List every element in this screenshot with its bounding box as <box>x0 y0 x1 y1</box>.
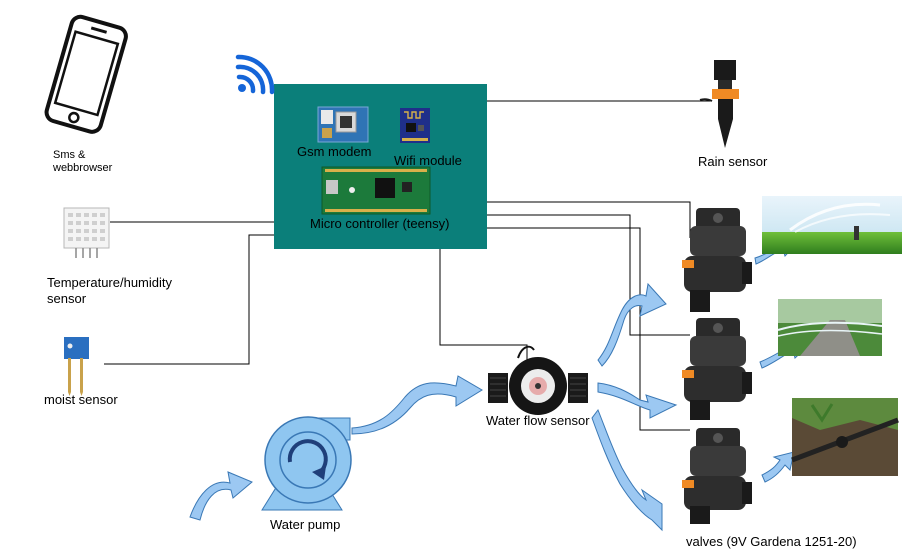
mcu-label: Micro controller (teensy) <box>310 216 450 231</box>
wire-valve-2 <box>487 214 690 336</box>
gsm-module-icon <box>317 106 369 143</box>
arrow-to-valve-2 <box>597 382 678 419</box>
arrow-pump-to-flow <box>351 375 483 435</box>
temp-label: Temperature/humidity sensor <box>47 275 172 306</box>
pump-label: Water pump <box>270 517 341 532</box>
wifi-module-icon <box>400 108 430 143</box>
wires <box>104 100 710 431</box>
arrow-valve-3-out <box>761 451 795 483</box>
valves-label: valves (9V Gardena 1251-20) <box>686 534 857 549</box>
wifi-module-label: Wifi module <box>394 153 462 168</box>
arrow-to-valve-1 <box>597 282 667 367</box>
arrow-to-valve-3 <box>591 408 663 532</box>
valve-icon <box>682 318 752 420</box>
temperature-sensor-icon <box>63 207 110 258</box>
gsm-label: Gsm modem <box>297 144 372 159</box>
wifi-icon <box>235 54 275 95</box>
moist-label: moist sensor <box>44 392 118 407</box>
wire-valve-1 <box>487 201 691 238</box>
flow-label: Water flow sensor <box>486 413 590 428</box>
wire-moist <box>104 234 274 365</box>
pump-icon <box>261 416 352 511</box>
wire-flow <box>439 249 528 360</box>
drip-photo <box>791 398 899 476</box>
moisture-sensor-icon <box>64 337 89 396</box>
smartphone-icon <box>44 14 128 134</box>
flow-sensor-icon <box>488 345 588 415</box>
microcontroller-icon <box>321 166 431 215</box>
rain-sensor-icon <box>699 60 739 148</box>
valve-icon <box>682 428 752 524</box>
sprinkler-photo <box>762 196 902 254</box>
valve-icon <box>682 208 752 312</box>
wire-valve-3 <box>487 227 690 431</box>
sprinkler-photo <box>777 299 883 356</box>
rain-label: Rain sensor <box>698 154 768 169</box>
arrow-pump-inlet <box>189 471 253 521</box>
phone-label: Sms & webbrowser <box>53 149 113 174</box>
